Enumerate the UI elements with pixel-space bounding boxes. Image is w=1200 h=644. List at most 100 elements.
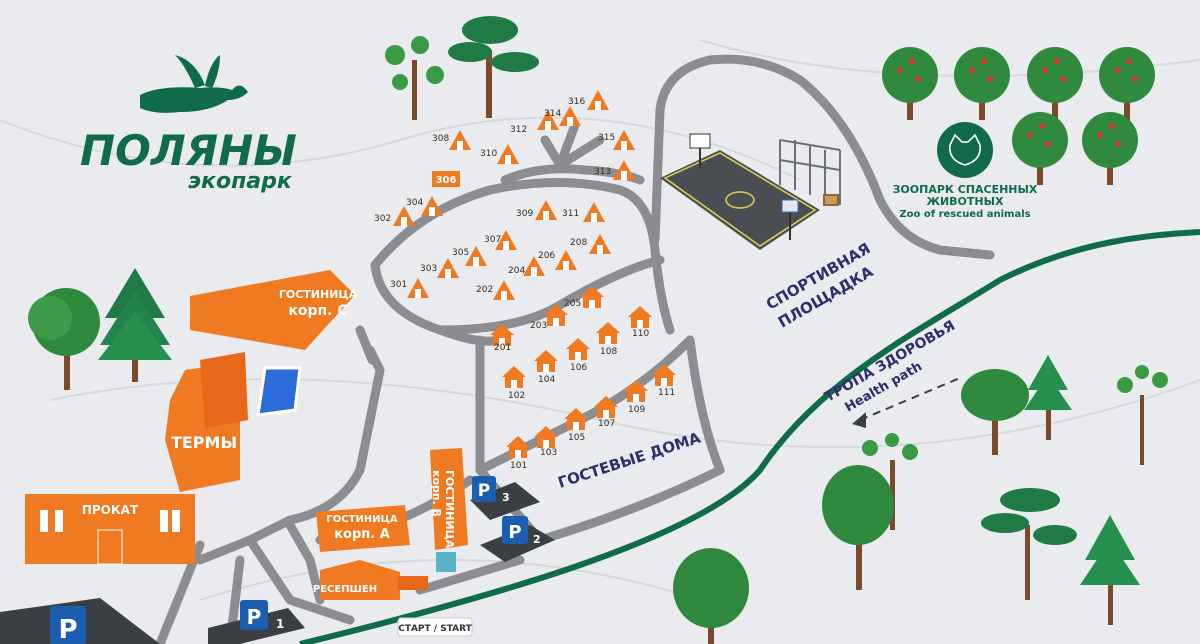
hotel-c-label-1: ГОСТИНИЦА [279, 288, 358, 301]
guest-house-108[interactable]: 108 [596, 322, 620, 357]
cabin-306-number: 306 [436, 175, 457, 186]
parking-1[interactable]: P 1 [208, 600, 305, 644]
guest-house-111[interactable]: 111 [652, 364, 676, 398]
guest-house-107[interactable]: 107 [594, 396, 618, 429]
guest-house-109[interactable]: 109 [624, 380, 648, 415]
guest-house-105[interactable]: 105 [564, 408, 588, 443]
guest-house-205[interactable]: 205 [564, 286, 604, 309]
a-frame-icon [465, 246, 487, 266]
guest-house-203-number: 203 [530, 321, 547, 331]
cabin-306[interactable]: 306 [432, 171, 460, 187]
guest-house-203[interactable]: 203 [530, 304, 568, 331]
guest-house-101[interactable]: 101 [506, 436, 530, 471]
guest-house-103[interactable]: 103 [534, 426, 558, 458]
hotel-c-label-2: корп. С [288, 303, 347, 319]
guest-house-111-number: 111 [658, 388, 675, 398]
rental-label: ПРОКАТ [82, 503, 139, 517]
a-frame-icon [559, 106, 581, 126]
parking-3-symbol: P [478, 481, 490, 501]
hotel-a-label-1: ГОСТИНИЦА [326, 514, 397, 525]
guest-house-201[interactable]: 201 [490, 324, 514, 353]
cabin-202[interactable]: 202 [476, 280, 515, 300]
a-frame-icon [437, 258, 459, 278]
cabin-206[interactable]: 206 [538, 250, 577, 270]
zoo-label-en: Zoo of rescued animals [899, 209, 1030, 220]
cabin-305[interactable]: 305 [452, 246, 487, 266]
logo-title: ПОЛЯНЫ [80, 126, 297, 175]
cabin-307-number: 307 [484, 235, 501, 245]
cabin-307[interactable]: 307 [484, 230, 517, 250]
cabin-303[interactable]: 303 [420, 258, 459, 278]
zoo-label-ru-1: ЗООПАРК СПАСЕННЫХ [893, 183, 1038, 196]
hotel-b-building[interactable]: ГОСТИНИЦАкорп. В [430, 448, 468, 572]
cabin-204[interactable]: 204 [508, 256, 545, 276]
hotel-b-label: ГОСТИНИЦАкорп. В [430, 470, 456, 549]
cabin-312-number: 312 [510, 125, 527, 135]
guest-house-205-number: 205 [564, 299, 581, 309]
cabin-313[interactable]: 313 [594, 160, 635, 180]
parking-main[interactable]: P [0, 598, 160, 644]
cabin-315[interactable]: 315 [598, 130, 635, 150]
tent-cabins: 3013023033043053073083093103113123133143… [374, 90, 635, 300]
logo-subtitle: экопарк [188, 169, 293, 194]
a-frame-icon [523, 256, 545, 276]
parking-1-symbol: P [247, 605, 262, 629]
guest-house-107-number: 107 [598, 419, 615, 429]
cabin-208[interactable]: 208 [570, 234, 611, 254]
cabin-301[interactable]: 301 [390, 278, 429, 298]
rental-building[interactable]: ПРОКАТ [25, 494, 195, 565]
a-frame-icon [555, 250, 577, 270]
cabin-315-number: 315 [598, 133, 615, 143]
guest-house-104[interactable]: 104 [534, 350, 558, 385]
guest-house-103-number: 103 [540, 448, 557, 458]
cabin-204-number: 204 [508, 266, 525, 276]
cabin-311[interactable]: 311 [562, 202, 605, 222]
terms-building[interactable]: ТЕРМЫ [165, 352, 302, 492]
cabin-302-number: 302 [374, 214, 391, 224]
guest-house-106[interactable]: 106 [566, 338, 590, 373]
cabin-301-number: 301 [390, 280, 407, 290]
cabin-316[interactable]: 316 [568, 90, 609, 110]
a-frame-icon [587, 90, 609, 110]
guest-house-102[interactable]: 102 [502, 366, 526, 401]
a-frame-icon [583, 202, 605, 222]
parking-3[interactable]: P 3 [470, 476, 540, 520]
cabin-310[interactable]: 310 [480, 144, 519, 164]
guest-house-101-number: 101 [510, 461, 527, 471]
a-frame-icon [493, 280, 515, 300]
guest-house-109-number: 109 [628, 405, 645, 415]
cabin-309[interactable]: 309 [516, 200, 557, 220]
a-frame-icon [535, 200, 557, 220]
pool [256, 366, 302, 417]
parking-main-symbol: P [58, 615, 77, 644]
cabin-302[interactable]: 302 [374, 206, 415, 226]
a-frame-icon [495, 230, 517, 250]
cabin-312[interactable]: 312 [510, 110, 559, 135]
tree-group-left [28, 268, 172, 390]
a-frame-icon [613, 130, 635, 150]
hotel-c-building[interactable]: ГОСТИНИЦА корп. С [190, 270, 358, 350]
health-path-arrowhead [852, 412, 866, 428]
reception-building[interactable]: РЕСЕПШЕН [313, 560, 428, 600]
cabin-308[interactable]: 308 [432, 130, 471, 150]
cabin-314[interactable]: 314 [544, 106, 581, 126]
a-frame-icon [421, 196, 443, 216]
guest-house-110-number: 110 [632, 329, 649, 339]
cabin-311-number: 311 [562, 209, 579, 219]
a-frame-icon [537, 110, 559, 130]
guest-house-110[interactable]: 110 [628, 306, 652, 339]
raccoon-icon [948, 133, 982, 166]
cabin-308-number: 308 [432, 134, 449, 144]
parking-2[interactable]: P 2 [480, 516, 555, 562]
hotel-a-building[interactable]: ГОСТИНИЦА корп. А [316, 505, 410, 552]
a-frame-icon [613, 160, 635, 180]
rental-door [97, 529, 123, 565]
a-frame-icon [589, 234, 611, 254]
reception-label: РЕСЕПШЕН [313, 584, 377, 595]
cabin-304[interactable]: 304 [406, 196, 443, 216]
a-frame-icon [449, 130, 471, 150]
cabin-202-number: 202 [476, 285, 493, 295]
tree-group-right [673, 355, 1168, 644]
a-frame-icon [393, 206, 415, 226]
